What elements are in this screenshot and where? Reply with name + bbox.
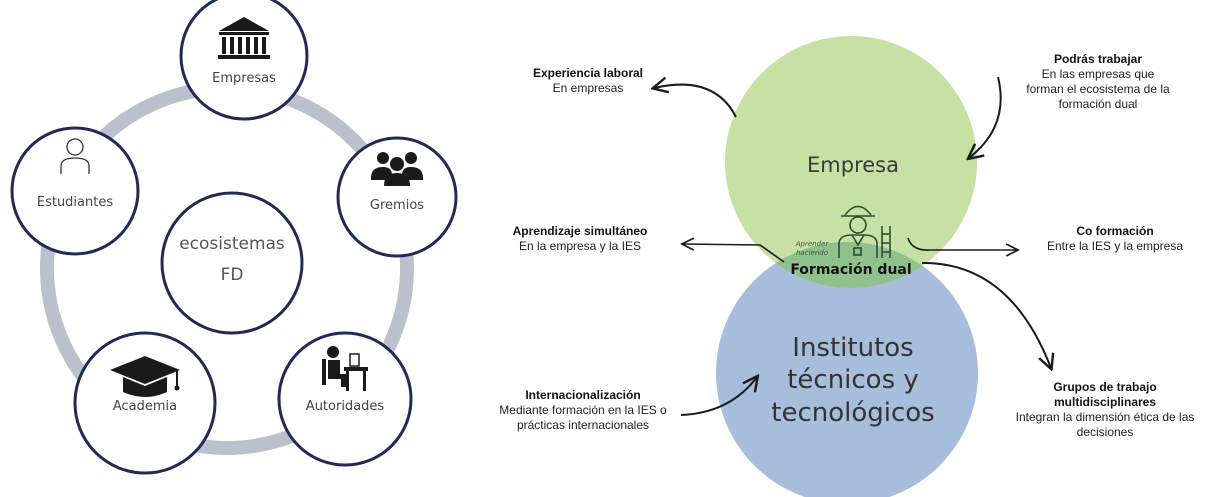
node-label-academia: Academia [113, 399, 177, 414]
overlap-caption-line1: Aprender [795, 240, 830, 248]
venn-bottom-line2: técnicos y [787, 365, 919, 395]
venn-top-circle [725, 36, 977, 288]
venn-bottom-line1: Institutos [792, 333, 913, 363]
annotation-aprendizaje: Aprendizaje simultáneo En la empresa y l… [490, 224, 670, 254]
annotation-coformacion-desc: Entre la IES y la empresa [1046, 239, 1184, 253]
annotation-aprendizaje-desc: En la empresa y la IES [518, 239, 642, 253]
node-label-gremios: Gremios [370, 198, 424, 213]
venn-bottom-line3: tecnológicos [771, 398, 934, 428]
overlap-caption-line2: haciendo [796, 249, 828, 257]
annotation-podras-desc-3: formación dual [1058, 97, 1138, 111]
annotation-grupos-desc-1: Integran la dimensión ética de las [1015, 410, 1195, 424]
desk-person-icon [322, 346, 368, 391]
annotation-internacionalizacion: Internacionalización Mediante formación … [484, 388, 682, 433]
annotation-podras-title: Podrás trabajar [1053, 52, 1143, 66]
annotation-experiencia: Experiencia laboral En empresas [513, 66, 663, 96]
annotation-grupos-desc-2: decisiones [1076, 425, 1134, 439]
node-autoridades: Autoridades [277, 331, 413, 467]
ecosystem-center-circle [160, 191, 304, 335]
arrow-grupos [921, 261, 1051, 368]
arrow-experiencia [654, 85, 737, 118]
annotation-aprendizaje-title: Aprendizaje simultáneo [512, 224, 648, 238]
group-icon [371, 152, 423, 186]
bank-icon [218, 17, 270, 59]
venn-diagram: Empresa Institutos técnicos y tecnológic… [716, 36, 978, 497]
annotation-coformacion: Co formación Entre la IES y la empresa [1030, 224, 1200, 254]
venn-bottom-circle [716, 242, 978, 497]
annotation-internacionalizacion-desc-2: prácticas internacionales [516, 418, 650, 432]
arrow-coformacion [907, 237, 1017, 250]
annotation-experiencia-desc: En empresas [552, 81, 624, 95]
annotation-podras-desc-1: En las empresas que [1041, 67, 1155, 81]
overlap-label: Formación dual [790, 262, 911, 278]
arrows [654, 76, 1051, 416]
worker-helmet-icon [838, 205, 891, 258]
arrow-aprendizaje [683, 244, 785, 263]
ecosystem-center-line1: ecosistemas [179, 234, 285, 254]
arrow-podras [969, 76, 1002, 158]
annotation-internacionalizacion-title: Internacionalización [525, 388, 641, 402]
annotation-coformacion-title: Co formación [1076, 224, 1154, 238]
ecosystem-center-line2: FD [221, 265, 244, 285]
annotation-grupos-title-2: multidisciplinares [1053, 395, 1157, 409]
node-label-empresas: Empresas [212, 71, 276, 86]
person-outline-icon [60, 138, 90, 174]
annotation-grupos-title-1: Grupos de trabajo [1053, 380, 1157, 394]
annotation-podras: Podrás trabajar En las empresas que form… [1008, 52, 1188, 112]
node-label-autoridades: Autoridades [306, 399, 385, 414]
node-academia: Academia [73, 331, 217, 475]
node-estudiantes: Estudiantes [10, 126, 140, 256]
arrow-internacionalizacion [680, 377, 757, 416]
venn-top-label: Empresa [807, 153, 899, 177]
node-gremios: Gremios [336, 136, 458, 258]
annotation-grupos: Grupos de trabajo multidisciplinares Int… [1002, 380, 1208, 440]
graduation-cap-icon [110, 356, 180, 397]
node-empresas: Empresas [179, 0, 309, 121]
annotation-podras-desc-2: forman el ecosistema de la [1026, 82, 1170, 96]
annotation-experiencia-title: Experiencia laboral [532, 66, 644, 80]
ecosystem-diagram: ecosistemas FD Empresas G [10, 0, 458, 475]
annotation-internacionalizacion-desc-1: Mediante formación en la IES o [499, 403, 667, 417]
node-label-estudiantes: Estudiantes [37, 195, 113, 210]
